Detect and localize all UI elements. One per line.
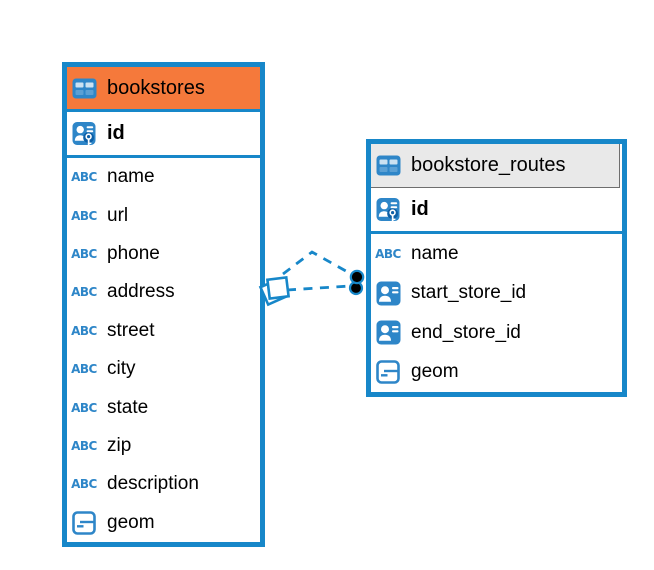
text-type-icon: ABC [71,247,97,262]
column-row[interactable]: ABC zip [67,427,260,465]
column-name: state [107,396,149,418]
column-row[interactable]: ABC address [67,273,260,311]
column-name: geom [107,511,155,533]
column-row[interactable]: geom [67,504,260,542]
text-type-icon: ABC [71,400,97,415]
column-row[interactable]: ABC phone [67,235,260,273]
column-row[interactable]: id [371,188,622,234]
text-type-icon: ABC [71,285,97,300]
text-type-icon: ABC [71,362,97,377]
column-row[interactable]: end_store_id [371,313,622,353]
relationship-line[interactable] [282,250,354,277]
column-name: description [107,473,199,495]
column-row[interactable]: ABC name [371,234,622,274]
column-name: zip [107,435,132,457]
text-type-icon: ABC [375,246,401,261]
text-type-icon: ABC [71,170,97,185]
column-row[interactable]: geom [371,353,622,393]
column-row[interactable]: start_store_id [371,274,622,314]
column-name: url [107,204,129,226]
column-name: city [107,358,136,380]
primary-key-icon [373,197,403,223]
column-name: name [107,166,155,188]
column-name: end_store_id [411,321,521,343]
column-name: address [107,281,175,303]
foreign-key-icon [373,281,403,306]
geometry-type-icon [373,360,403,385]
column-name: geom [411,361,459,383]
text-type-icon: ABC [71,323,97,338]
column-name: id [411,198,429,220]
entity-header-bookstores[interactable]: bookstores [67,67,260,112]
column-name: name [411,242,459,264]
column-row[interactable]: ABC url [67,196,260,234]
relationship-line[interactable] [286,284,351,292]
column-name: id [107,122,125,144]
column-row[interactable]: ABC state [67,388,260,426]
column-row[interactable]: ABC city [67,350,260,388]
text-type-icon: ABC [71,477,97,492]
column-name: phone [107,243,160,265]
column-row[interactable]: ABC description [67,465,260,503]
foreign-key-icon [373,320,403,345]
text-type-icon: ABC [71,208,97,223]
primary-key-icon [69,121,99,147]
entity-title: bookstore_routes [411,154,566,176]
column-name: street [107,319,155,341]
entity-title: bookstores [107,76,205,99]
geometry-type-icon [69,511,99,535]
column-row[interactable]: id [67,112,260,158]
column-name: start_store_id [411,282,527,304]
entity-header-bookstore-routes[interactable]: bookstore_routes [371,144,620,188]
text-type-icon: ABC [71,439,97,454]
column-row[interactable]: ABC name [67,158,260,196]
column-row[interactable]: ABC street [67,312,260,350]
table-icon [373,155,403,176]
relationship-target-dot-marker[interactable] [348,269,365,296]
table-icon [69,78,99,99]
